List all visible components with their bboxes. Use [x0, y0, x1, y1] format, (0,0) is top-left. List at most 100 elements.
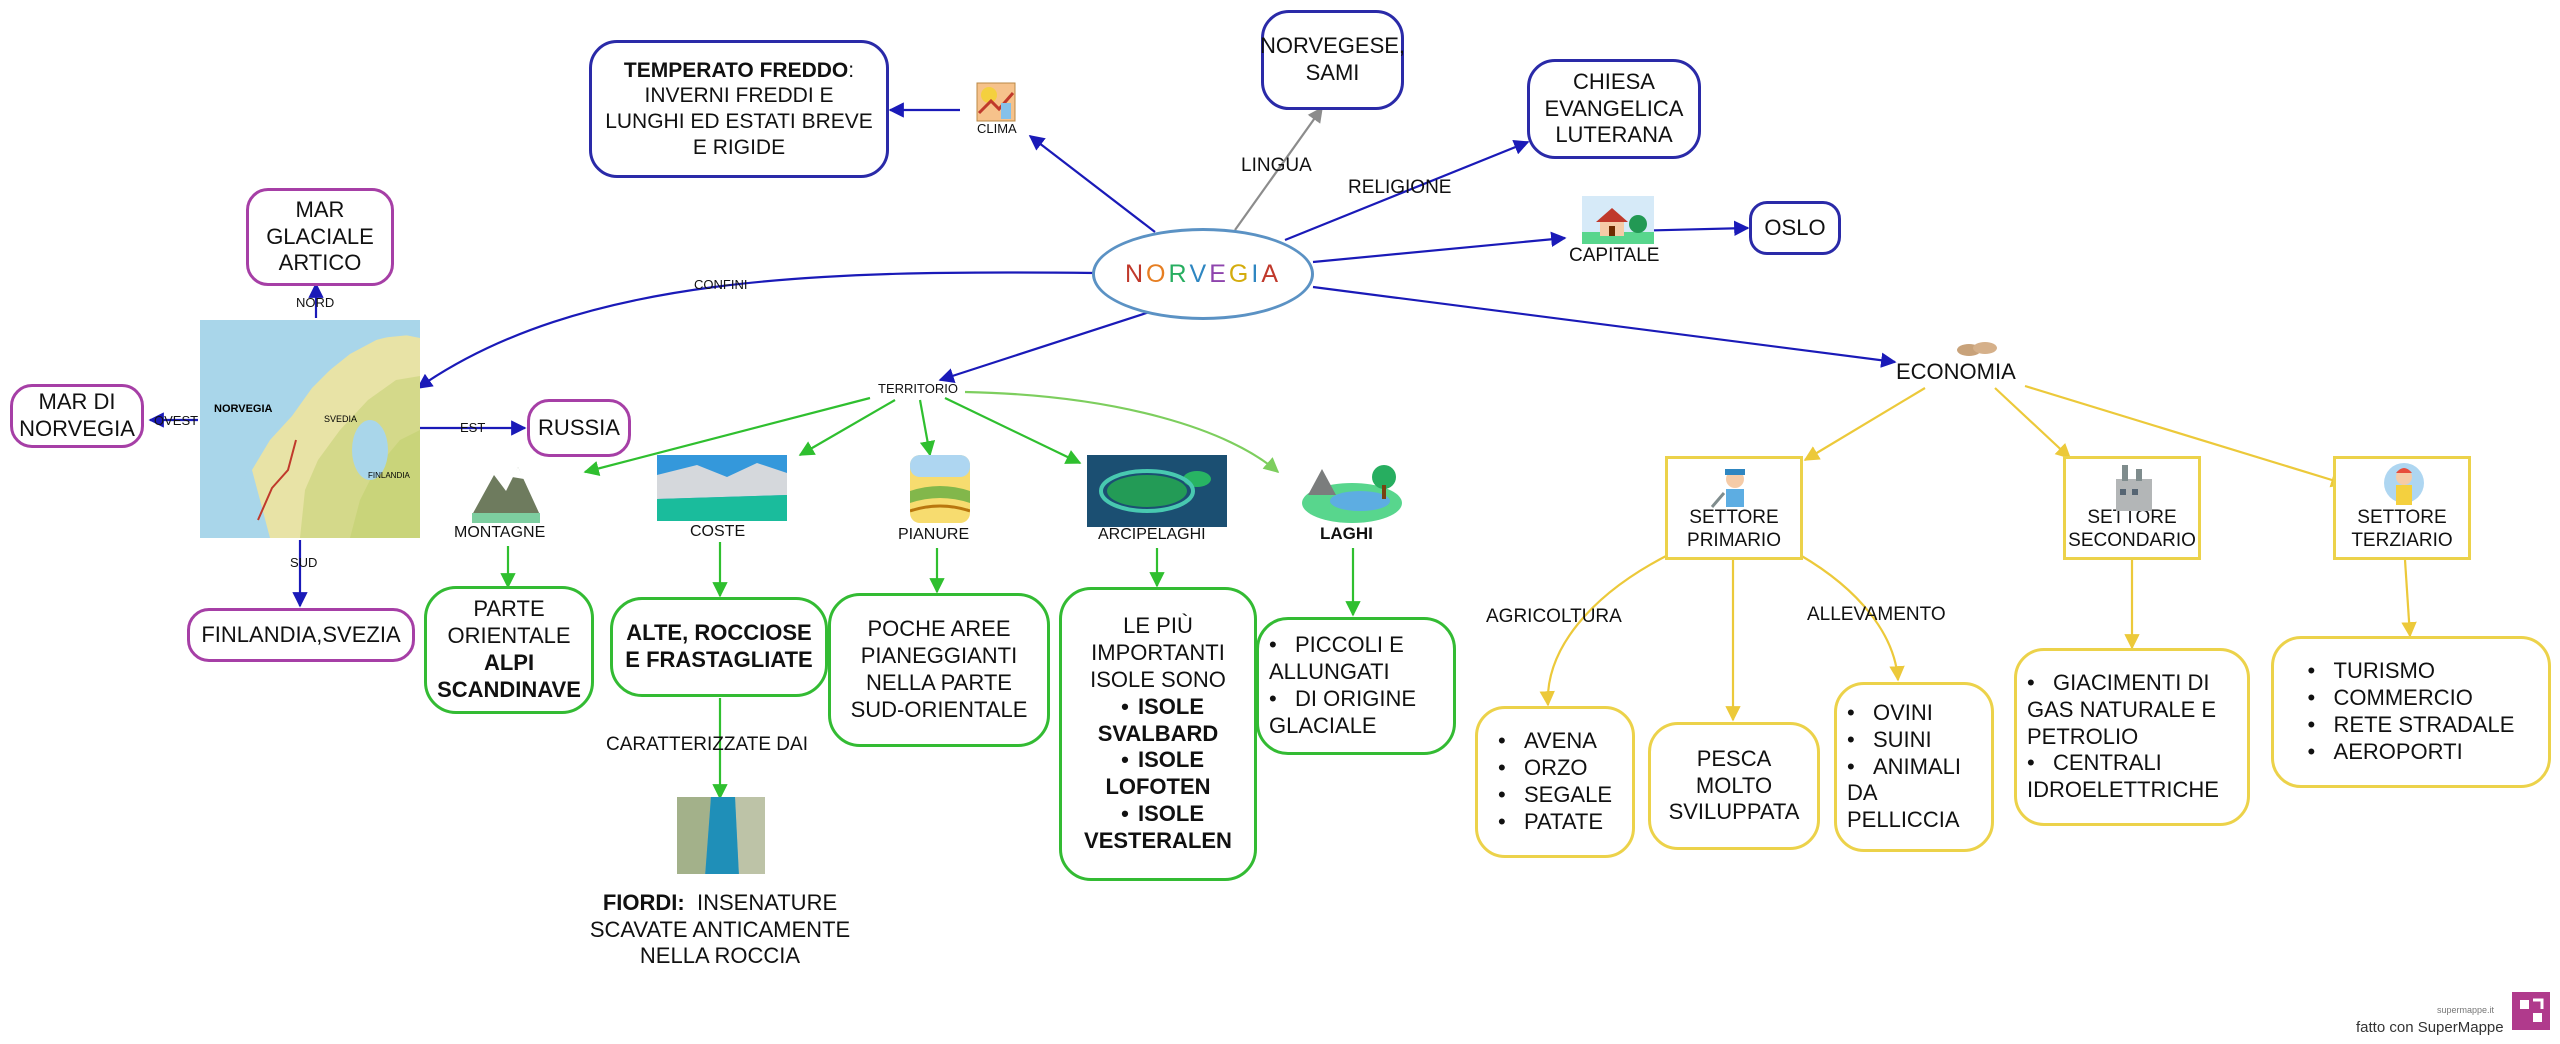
- lingua-label: LINGUA: [1241, 155, 1312, 176]
- religione-node[interactable]: CHIESA EVANGELICA LUTERANA: [1527, 59, 1701, 159]
- edge-arcipelaghi: [944, 397, 1082, 464]
- crop-item-3: PATATE: [1498, 809, 1612, 836]
- est-node[interactable]: RUSSIA: [527, 399, 631, 457]
- terziario-item-0: TURISMO: [2308, 658, 2515, 685]
- agricoltura-label: AGRICOLTURA: [1486, 606, 1622, 627]
- crop-item-0: AVENA: [1498, 728, 1612, 755]
- montagne-text: PARTE ORIENTALE: [447, 596, 571, 649]
- supermappe-logo-icon: [2512, 992, 2550, 1030]
- fiordi-photo: [677, 797, 765, 877]
- arcipelaghi-label: ARCIPELAGHI: [1098, 526, 1206, 543]
- center-letter: E: [1209, 259, 1229, 288]
- territorio-label: TERRITORIO: [878, 381, 958, 396]
- confini-label: CONFINI: [694, 277, 748, 292]
- nord-label: NORD: [296, 295, 335, 310]
- center-letter: R: [1168, 259, 1190, 288]
- norway-map-image: NORVEGIA SVEDIA FINLANDIA: [200, 320, 420, 538]
- clima-desc-rest: : INVERNI FREDDI E LUNGHI ED ESTATI BREV…: [605, 58, 873, 159]
- laghi-item-0: PICCOLI E ALLUNGATI: [1269, 632, 1443, 686]
- allevamento-label: ALLEVAMENTO: [1807, 604, 1946, 625]
- lake-icon: [1300, 455, 1404, 525]
- settore-primario-label: SETTORE PRIMARIO: [1687, 507, 1781, 552]
- edge-lingua: [1234, 106, 1323, 231]
- arcipelaghi-intro: LE PIÙ IMPORTANTI ISOLE SONO: [1090, 613, 1226, 692]
- edge-montagne: [583, 396, 871, 476]
- edge-clima: [1028, 135, 1156, 233]
- sud-label: SUD: [290, 555, 318, 570]
- edge-capitale: [1312, 231, 1567, 264]
- fiordi-bold: FIORDI:: [602, 889, 685, 915]
- pianure-label: PIANURE: [898, 526, 970, 543]
- clima-icon: [975, 81, 1017, 123]
- laghi-label: LAGHI: [1320, 524, 1373, 543]
- est-label: EST: [460, 420, 486, 435]
- secondario-item-1: CENTRALI IDROELETTRICHE: [2027, 750, 2237, 804]
- crop-item-2: SEGALE: [1498, 782, 1612, 809]
- edge-primario: [1803, 387, 1926, 461]
- coste-connector-label: CARATTERIZZATE DAI: [606, 734, 808, 755]
- economia-label: ECONOMIA: [1896, 359, 2016, 384]
- fiordi-text: INSENATURE SCAVATE ANTICAMENTE NELLA ROC…: [589, 889, 851, 969]
- coste-text: ALTE, ROCCIOSE E FRASTAGLIATE: [625, 620, 813, 672]
- map-label-norvegia: NORVEGIA: [214, 403, 273, 415]
- lingua-node[interactable]: NORVEGESE, SAMI: [1260, 10, 1405, 110]
- terziario-desc-node[interactable]: TURISMO COMMERCIO RETE STRADALE AEROPORT…: [2271, 636, 2551, 788]
- edge-terziario-desc: [2401, 559, 2417, 638]
- economia-coins-icon: [1955, 340, 1999, 358]
- archipelago-photo: [1087, 455, 1227, 527]
- edge-economia: [1312, 285, 1897, 368]
- center-letter: N: [1124, 259, 1147, 288]
- clima-desc-bold: TEMPERATO FREDDO: [623, 58, 849, 82]
- center-letter: O: [1146, 259, 1169, 288]
- animal-item-0: OVINI: [1847, 700, 1981, 727]
- edge-territorio: [938, 304, 1169, 384]
- coast-photo: [657, 455, 787, 521]
- animal-item-1: SUINI: [1847, 727, 1981, 754]
- settore-secondario-label: SETTORE SECONDARIO: [2068, 507, 2196, 552]
- settore-terziario-label: SETTORE TERZIARIO: [2351, 507, 2453, 552]
- edge-religione: [1284, 140, 1530, 242]
- map-label-svedia: SVEDIA: [324, 414, 357, 424]
- animal-item-2: ANIMALI DA PELLICCIA: [1847, 754, 1981, 834]
- sud-node[interactable]: FINLANDIA,SVEZIA: [187, 608, 415, 662]
- factory-icon: [2110, 461, 2158, 513]
- crops-node[interactable]: AVENA ORZO SEGALE PATATE: [1475, 706, 1635, 858]
- animali-node[interactable]: OVINI SUINI ANIMALI DA PELLICCIA: [1834, 682, 1994, 852]
- pianure-node[interactable]: POCHE AREE PIANEGGIANTI NELLA PARTE SUD-…: [828, 593, 1050, 747]
- nord-node[interactable]: MAR GLACIALE ARTICO: [246, 188, 394, 286]
- fiordi-node[interactable]: FIORDI: INSENATURE SCAVATE ANTICAMENTE N…: [585, 874, 855, 986]
- settore-primario-node[interactable]: SETTORE PRIMARIO: [1665, 456, 1803, 560]
- edge-confini: [416, 271, 1096, 389]
- ovest-label: OVEST: [154, 413, 199, 428]
- crop-item-1: ORZO: [1498, 755, 1612, 782]
- farmer-icon: [1710, 463, 1760, 511]
- map-label-finlandia: FINLANDIA: [368, 471, 410, 480]
- terziario-item-3: AEROPORTI: [2308, 739, 2515, 766]
- terziario-item-1: COMMERCIO: [2308, 685, 2515, 712]
- secondario-item-0: GIACIMENTI DI GAS NATURALE E PETROLIO: [2027, 670, 2237, 750]
- settore-secondario-node[interactable]: SETTORE SECONDARIO: [2063, 456, 2201, 560]
- coste-label: COSTE: [690, 523, 746, 540]
- edge-secondario: [1994, 387, 2072, 460]
- edge-allevamento: [1799, 554, 1905, 682]
- center-letter: G: [1228, 259, 1252, 288]
- terziario-item-2: RETE STRADALE: [2308, 712, 2515, 739]
- settore-terziario-node[interactable]: SETTORE TERZIARIO: [2333, 456, 2471, 560]
- center-letter: V: [1189, 259, 1210, 288]
- secondario-desc-node[interactable]: GIACIMENTI DI GAS NATURALE E PETROLIO CE…: [2014, 648, 2250, 826]
- laghi-node[interactable]: PICCOLI E ALLUNGATI DI ORIGINE GLACIALE: [1256, 617, 1456, 755]
- capitale-label: CAPITALE: [1569, 245, 1660, 266]
- montagne-label: MONTAGNE: [454, 524, 546, 541]
- clima-description[interactable]: TEMPERATO FREDDO: INVERNI FREDDI E LUNGH…: [589, 40, 889, 178]
- edge-pianure: [918, 399, 936, 457]
- pesca-node[interactable]: PESCA MOLTO SVILUPPATA: [1648, 722, 1820, 850]
- center-letter: I: [1251, 259, 1262, 288]
- coste-node[interactable]: ALTE, ROCCIOSE E FRASTAGLIATE: [610, 597, 828, 697]
- montagne-bold: ALPI SCANDINAVE: [437, 650, 581, 702]
- ovest-node[interactable]: MAR DI NORVEGIA: [10, 384, 144, 448]
- capitale-node-oslo[interactable]: OSLO: [1749, 201, 1841, 255]
- edge-coste: [798, 399, 896, 456]
- arcipelaghi-node[interactable]: LE PIÙ IMPORTANTI ISOLE SONO ISOLE SVALB…: [1059, 587, 1257, 881]
